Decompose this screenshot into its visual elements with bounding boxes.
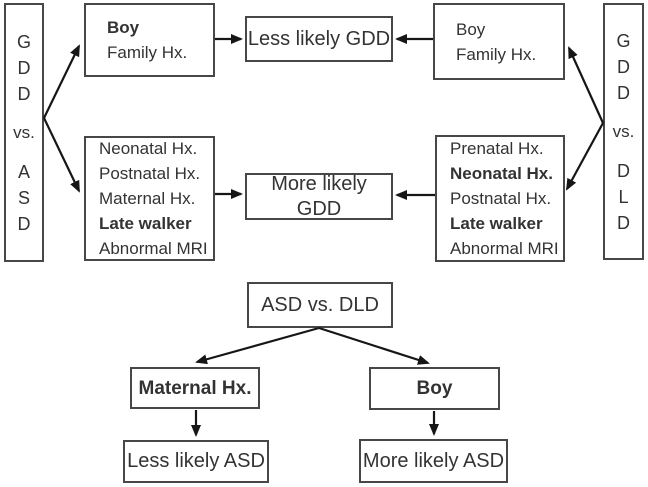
box-maternal-hx: Maternal Hx. <box>130 367 260 409</box>
factor-line: Late walker <box>450 214 543 233</box>
selector-char: D <box>617 212 630 233</box>
selector-char: D <box>17 83 31 104</box>
factor-line: Boy <box>456 19 486 39</box>
selector-gdd-vs-dld: G D D vs. D L D <box>603 3 644 260</box>
factor-line: Late walker <box>99 214 192 233</box>
selector-gdd-vs-asd: G D D vs. A S D <box>4 3 44 262</box>
box-less-likely-asd: Less likely ASD <box>123 440 269 483</box>
factor-line: Neonatal Hx. <box>99 139 198 158</box>
selector-char: D <box>617 56 630 77</box>
box-asd-history-factors: Neonatal Hx. Postnatal Hx. Maternal Hx. … <box>84 136 215 261</box>
box-less-likely-gdd: Less likely GDD <box>245 16 393 62</box>
arrow-gdddld-to-boyfamily <box>567 46 605 124</box>
factor-line: Boy <box>107 18 140 37</box>
arrow-gdddld-to-factors <box>566 122 604 191</box>
factor-line: Family Hx. <box>107 43 188 62</box>
selector-char: D <box>17 57 31 78</box>
arrow-asddld-to-boy <box>318 326 430 365</box>
selector-char: L <box>618 186 629 207</box>
selector-char: G <box>616 30 631 51</box>
selector-char: S <box>17 187 30 208</box>
selector-vs-label: vs. <box>612 121 635 141</box>
factor-line: Family Hx. <box>456 44 537 64</box>
box-boy: Boy <box>369 367 500 410</box>
arrow-asddld-to-maternal <box>195 326 320 365</box>
arrow-gddasd-to-boyfamily <box>43 44 80 119</box>
factor-line: Abnormal MRI <box>450 239 559 258</box>
selector-char: D <box>617 160 630 181</box>
factor-line: Maternal Hx. <box>99 189 196 208</box>
selector-char: G <box>16 31 31 52</box>
box-dld-boy-family: Boy Family Hx. <box>433 3 565 80</box>
box-asd-boy-family: Boy Family Hx. <box>84 3 215 77</box>
selector-vs-label: vs. <box>13 122 35 142</box>
box-asd-vs-dld: ASD vs. DLD <box>247 282 393 328</box>
factor-line: Postnatal Hx. <box>450 189 552 208</box>
box-dld-history-factors: Prenatal Hx. Neonatal Hx. Postnatal Hx. … <box>435 135 565 262</box>
selector-char: D <box>17 213 31 234</box>
box-more-likely-asd: More likely ASD <box>359 439 508 483</box>
factor-line: Postnatal Hx. <box>99 164 201 183</box>
box-more-likely-gdd: More likely GDD <box>245 173 393 220</box>
selector-char: D <box>617 82 630 103</box>
selector-char: A <box>17 161 30 182</box>
factor-line: Abnormal MRI <box>99 239 208 258</box>
arrow-gddasd-to-factors <box>43 117 80 193</box>
factor-line: Neonatal Hx. <box>450 164 553 183</box>
factor-line: Prenatal Hx. <box>450 139 544 158</box>
